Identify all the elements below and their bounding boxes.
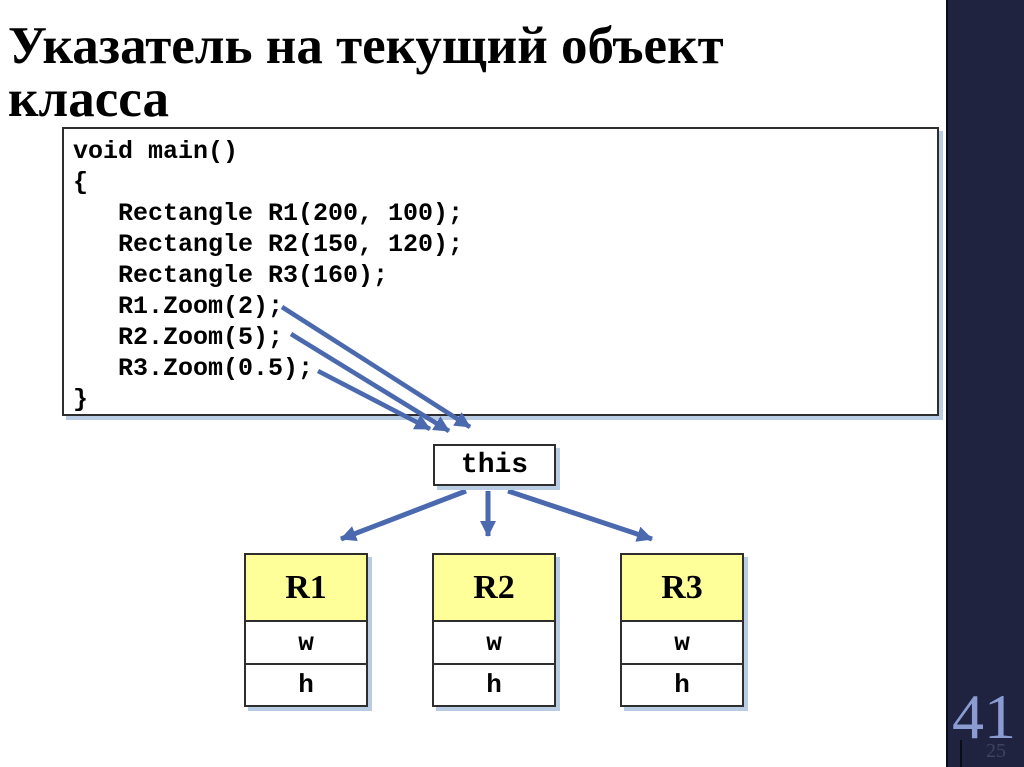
object-box-r3: R3 w h	[620, 553, 744, 707]
slide-title: Указатель на текущий объект класса	[8, 17, 724, 128]
field-w: w	[622, 622, 742, 663]
object-name: R2	[434, 555, 554, 622]
field-h: h	[622, 663, 742, 705]
arrow-this-to-r3	[507, 488, 653, 542]
object-name: R3	[622, 555, 742, 622]
this-pointer-box: this	[433, 444, 556, 486]
field-w: w	[246, 622, 366, 663]
code-box: void main() { Rectangle R1(200, 100); Re…	[62, 127, 939, 416]
field-h: h	[434, 663, 554, 705]
object-name: R1	[246, 555, 366, 622]
field-w: w	[434, 622, 554, 663]
page-number: 41	[952, 681, 1016, 752]
arrow-this-to-r1	[340, 488, 467, 542]
object-box-r2: R2 w h	[432, 553, 556, 707]
decor-line	[960, 740, 962, 767]
field-h: h	[246, 663, 366, 705]
object-box-r1: R1 w h	[244, 553, 368, 707]
page-sub-number: 25	[986, 740, 1006, 762]
sidebar: 41 25	[946, 0, 1024, 767]
code-text: void main() { Rectangle R1(200, 100); Re…	[73, 137, 464, 414]
